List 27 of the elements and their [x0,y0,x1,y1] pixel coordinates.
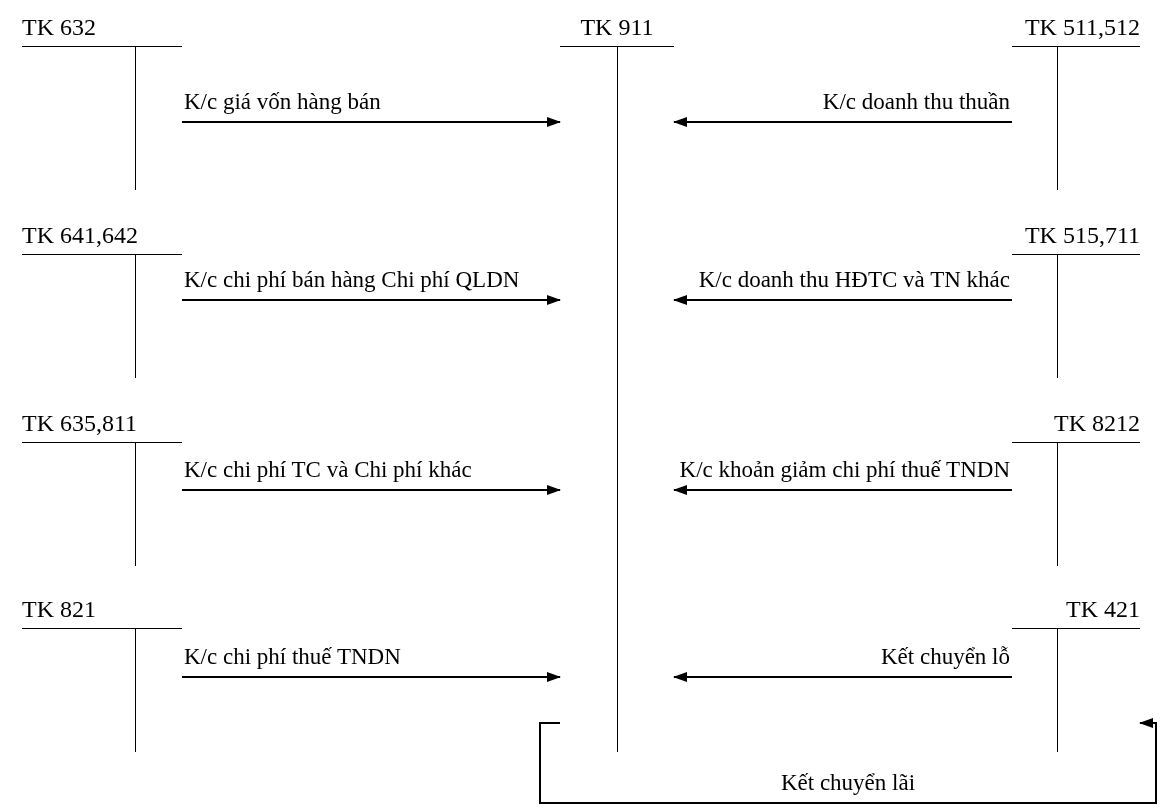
edge-label: K/c khoản giảm chi phí thuế TNDN [678,456,1010,484]
account-label: TK 632 [22,13,97,42]
arrow [181,117,561,127]
edge-label: Kết chuyển lỗ [880,643,1010,671]
arrow [181,485,561,495]
account-label: TK 8212 [1053,409,1140,438]
account-label: TK 421 [1065,595,1140,624]
edge-label: Kết chuyển lãi [779,769,917,797]
arrow [539,718,1157,804]
account-label: TK 911 [579,13,655,42]
edge-label: K/c chi phí TC và Chi phí khác [184,456,473,484]
arrow [673,672,1013,682]
edge-label: K/c giá vốn hàng bán [184,88,382,116]
arrow [673,117,1013,127]
edge-label: K/c chi phí bán hàng Chi phí QLDN [184,266,521,294]
account-label: TK 821 [22,595,97,624]
account-label: TK 511,512 [1023,13,1140,42]
account-label: TK 635,811 [22,409,139,438]
edge-label: K/c chi phí thuế TNDN [184,643,402,671]
arrow [673,485,1013,495]
account-label: TK 515,711 [1023,221,1140,250]
account-label: TK 641,642 [22,221,139,250]
edge-label: K/c doanh thu HĐTC và TN khác [697,266,1010,294]
arrow [181,295,561,305]
arrow [181,672,561,682]
edge-label: K/c doanh thu thuần [821,88,1010,116]
arrow [673,295,1013,305]
